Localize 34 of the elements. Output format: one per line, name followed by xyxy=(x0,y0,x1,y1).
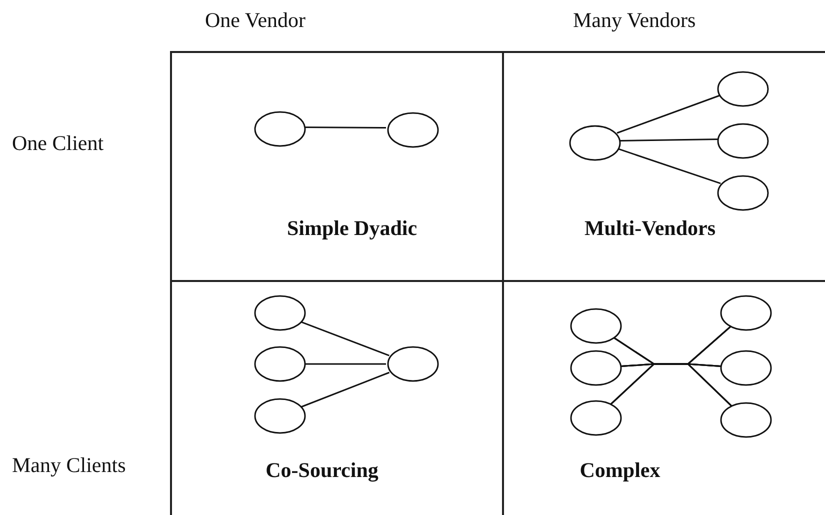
connector-line xyxy=(620,138,718,142)
ellipse-node xyxy=(717,123,769,159)
ellipse-node xyxy=(254,398,306,434)
ellipse-node xyxy=(569,125,621,161)
matrix-cell xyxy=(170,51,504,282)
quadrant-title: Complex xyxy=(580,458,660,483)
axis-label: One Vendor xyxy=(205,8,306,33)
connector-line xyxy=(616,94,722,134)
ellipse-node xyxy=(254,295,306,331)
ellipse-node xyxy=(717,175,769,211)
axis-label: Many Vendors xyxy=(573,8,696,33)
ellipse-node xyxy=(570,308,622,344)
ellipse-node xyxy=(254,111,306,147)
connector-line xyxy=(303,363,386,365)
ellipse-node xyxy=(387,346,439,382)
connector-line xyxy=(300,320,390,356)
ellipse-node xyxy=(570,400,622,436)
ellipse-node xyxy=(387,112,439,148)
matrix-cell xyxy=(170,281,504,515)
axis-label: One Client xyxy=(12,131,104,156)
quadrant-title: Co-Sourcing xyxy=(266,458,378,483)
quadrant-title: Simple Dyadic xyxy=(286,216,418,241)
connector-line xyxy=(303,126,386,129)
ellipse-node xyxy=(720,402,772,438)
ellipse-node xyxy=(570,350,622,386)
axis-label: Many Clients xyxy=(12,453,126,478)
matrix-cell xyxy=(503,51,825,282)
connector-line xyxy=(299,372,390,408)
quadrant-title: Multi-Vendors xyxy=(584,216,716,241)
connector-line xyxy=(617,148,721,184)
ellipse-node xyxy=(717,71,769,107)
ellipse-node xyxy=(720,295,772,331)
ellipse-node xyxy=(254,346,306,382)
ellipse-node xyxy=(720,350,772,386)
